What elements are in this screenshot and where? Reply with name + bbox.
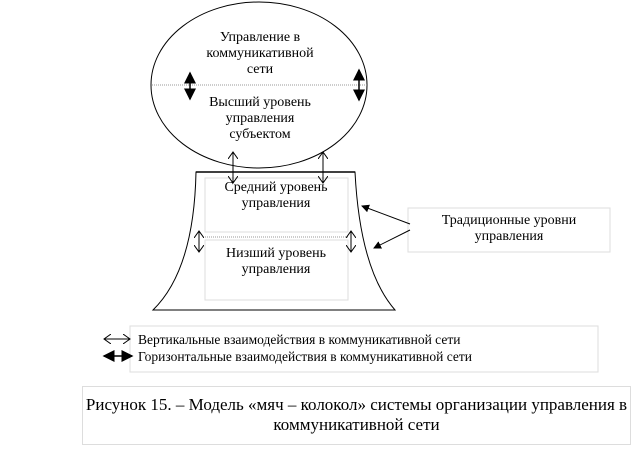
callout-text: Традиционные уровни управления xyxy=(441,213,577,244)
ball-ellipse xyxy=(150,1,368,169)
bell-lower-text: Низший уровень управления xyxy=(225,246,327,277)
bell-shape xyxy=(151,171,397,311)
ball-top-text: Управление в коммуникативной сети xyxy=(206,30,314,77)
callout-box xyxy=(407,207,611,253)
ball-bottom-text: Высший уровень управления субъектом xyxy=(209,95,311,142)
bell-middle-text: Средний уровень управления xyxy=(224,180,328,211)
callout-arrow-lower xyxy=(373,229,411,249)
callout-arrow-upper xyxy=(361,204,411,225)
figure-caption: Рисунок 15. – Модель «мяч – колокол» сис… xyxy=(82,386,631,445)
legend-vertical-text: Вертикальные взаимодействия в коммуникат… xyxy=(138,332,461,347)
legend-box xyxy=(129,325,599,373)
legend-horizontal-text: Горизонтальные взаимодействия в коммуник… xyxy=(138,349,473,364)
